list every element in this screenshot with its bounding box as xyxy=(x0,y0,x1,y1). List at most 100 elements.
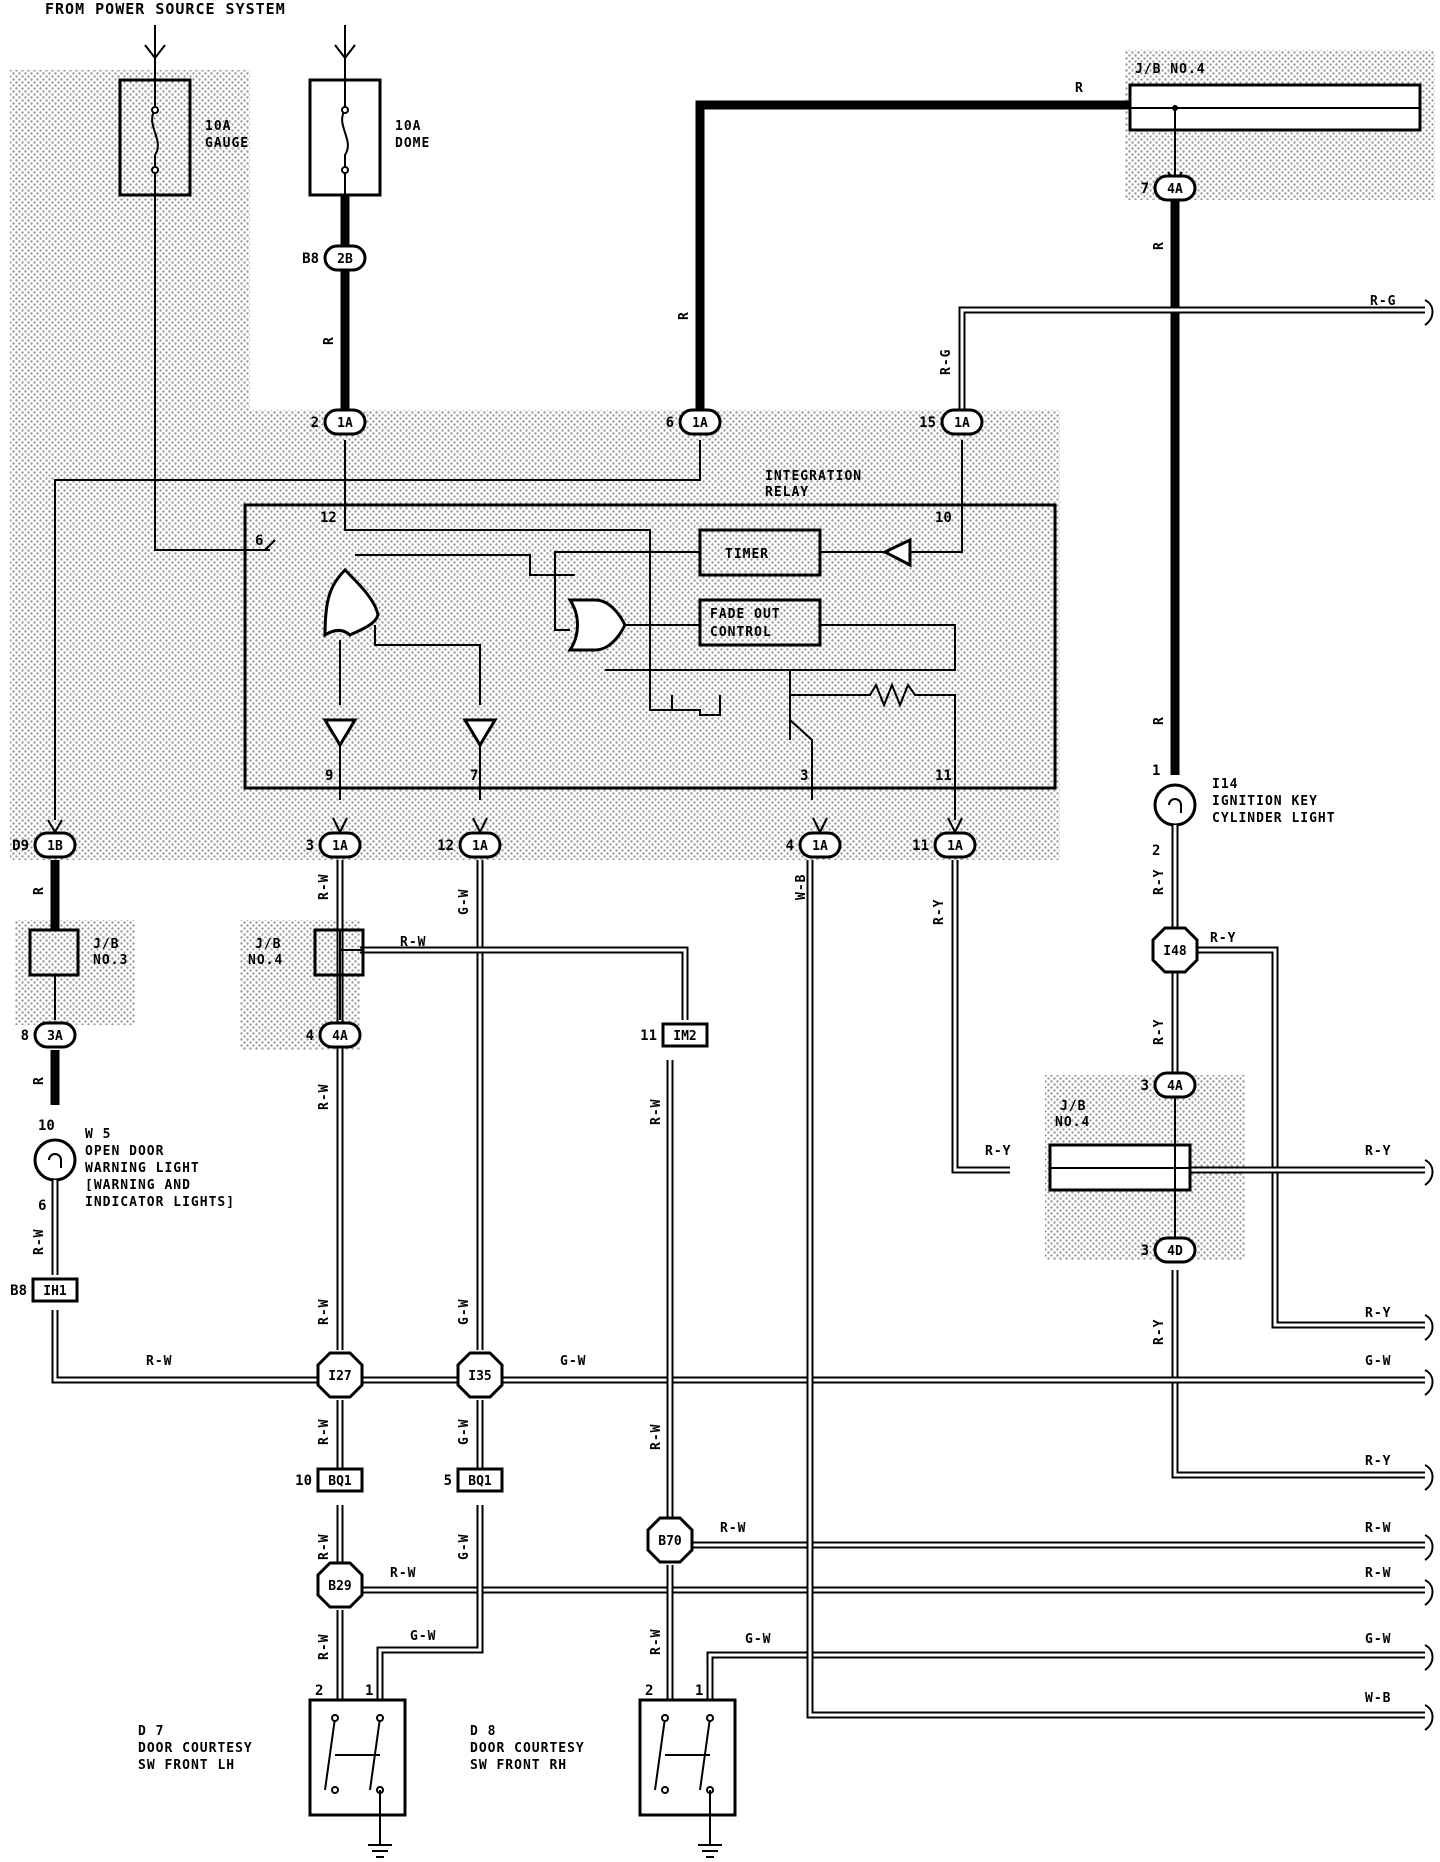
i14-code: I14 xyxy=(1212,777,1238,792)
junction-id: I35 xyxy=(468,1369,491,1384)
fuse-gauge-rating: 10A xyxy=(205,119,231,134)
connector-pin: 6 xyxy=(666,415,674,431)
connector-pin: 3 xyxy=(1141,1078,1149,1094)
relay-pin-3: 3 xyxy=(800,768,808,784)
connector-pin: 2 xyxy=(311,415,319,431)
wire-label-wb-1: W-B xyxy=(1365,1691,1391,1706)
i14-pin-top: 1 xyxy=(1152,763,1160,779)
connector-id: 4A xyxy=(1167,1079,1183,1094)
vlabel-rw-1: R-W xyxy=(32,1229,47,1255)
vlabel-rw-10: R-W xyxy=(649,1629,664,1655)
wire-label-ry-2: R-Y xyxy=(985,1144,1011,1159)
connector-id: IM2 xyxy=(673,1029,696,1044)
wire-label-ry-5: R-Y xyxy=(1365,1454,1391,1469)
fuse-dome xyxy=(308,78,382,197)
shaded-regions xyxy=(10,50,1435,1260)
lamp-i14 xyxy=(1153,783,1197,827)
vlabel-r-2: R xyxy=(677,311,692,320)
wire-label-gw-5: G-W xyxy=(1365,1632,1391,1647)
or-gate-lower xyxy=(567,598,627,652)
vlabel-rw-7: R-W xyxy=(317,1419,332,1445)
i14-line-2: CYLINDER LIGHT xyxy=(1212,811,1336,826)
connector-pin: 15 xyxy=(919,415,936,431)
vlabel-r-5: R xyxy=(32,886,47,895)
wire-label-gw-1: G-W xyxy=(560,1354,586,1369)
jb4-left-label-2: NO.4 xyxy=(248,953,283,968)
fade-label-1: FADE OUT xyxy=(710,607,781,622)
junction-id: I27 xyxy=(328,1369,351,1384)
wires-lower xyxy=(51,860,1425,1719)
junction-I27: I27 xyxy=(316,1351,364,1399)
connector-id: 2B xyxy=(337,252,353,267)
d7-line-2: SW FRONT LH xyxy=(138,1758,235,1773)
connector-id: 3A xyxy=(47,1029,63,1044)
connector-c11_im2: IM2 11 xyxy=(640,1022,709,1048)
connector-c3_1a: 1A3 xyxy=(306,831,362,859)
connector-c6_1a: 1A6 xyxy=(666,408,722,436)
vlabel-rw-2: R-W xyxy=(317,874,332,900)
or-gate-upper xyxy=(323,567,380,638)
lamp-w5 xyxy=(33,1138,77,1182)
input-buffer-7 xyxy=(462,718,498,748)
jb4-right-label-1: J/B xyxy=(1060,1099,1086,1114)
vlabel-wb: W-B xyxy=(794,874,809,900)
connector-c7_4a: 4A7 xyxy=(1141,174,1197,202)
junction-id: B70 xyxy=(658,1534,682,1549)
vlabel-rw-6: R-W xyxy=(649,1424,664,1450)
connector-d9_1b: 1B D9 xyxy=(12,831,77,859)
vlabel-rw-8: R-W xyxy=(317,1534,332,1560)
junction-id: I48 xyxy=(1163,944,1187,959)
fuse-gauge-name: GAUGE xyxy=(205,136,249,151)
fuse-dome-name: DOME xyxy=(395,136,430,151)
relay-pin-6: 6 xyxy=(255,533,263,549)
connector-id: IH1 xyxy=(43,1284,67,1299)
vlabel-ry-1: R-Y xyxy=(932,899,947,925)
w5-line-1: OPEN DOOR xyxy=(85,1144,164,1159)
wire-label-gw-3: G-W xyxy=(410,1629,436,1644)
vlabel-gw-4: G-W xyxy=(457,1534,472,1560)
vlabel-ry-2: R-Y xyxy=(1152,869,1167,895)
wire-label-rw-6: R-W xyxy=(1365,1566,1391,1581)
connector-pin: 3 xyxy=(1141,1243,1149,1259)
switch-d7 xyxy=(308,1698,407,1858)
connector-id: 1A xyxy=(954,416,970,431)
d8-pin-right: 1 xyxy=(695,1683,703,1699)
i14-line-1: IGNITION KEY xyxy=(1212,794,1318,809)
connector-pin: 3 xyxy=(306,838,314,854)
junction-I48: I48 xyxy=(1151,926,1199,974)
connector-pin: 11 xyxy=(640,1028,657,1044)
vlabel-r-1: R xyxy=(322,336,337,345)
connector-id: 1A xyxy=(812,839,828,854)
fade-label-2: CONTROL xyxy=(710,625,772,640)
d8-line-1: DOOR COURTESY xyxy=(470,1741,585,1756)
connector-id: 1A xyxy=(472,839,488,854)
connector-id: 1A xyxy=(337,416,353,431)
connector-c3_4d: 4D3 xyxy=(1141,1236,1197,1264)
timer-label: TIMER xyxy=(725,547,769,562)
integration-relay-box xyxy=(243,503,1057,790)
wire-label-r-top: R xyxy=(1075,81,1084,96)
relay-title-2: RELAY xyxy=(765,485,809,500)
connector-pin: 5 xyxy=(444,1473,452,1489)
vlabel-rg: R-G xyxy=(939,349,954,375)
connector-id: 1B xyxy=(47,839,63,854)
wire-label-ry-1: R-Y xyxy=(1210,931,1236,946)
relay-pin-7: 7 xyxy=(470,768,478,784)
w5-code: W 5 xyxy=(85,1127,111,1142)
vlabel-rw-4: R-W xyxy=(649,1099,664,1125)
d7-pin-right: 1 xyxy=(365,1683,373,1699)
jb4-right-through xyxy=(1050,1095,1190,1250)
vlabel-rw-9: R-W xyxy=(317,1634,332,1660)
d7-line-1: DOOR COURTESY xyxy=(138,1741,253,1756)
connector-id: BQ1 xyxy=(328,1474,352,1489)
vlabel-r-6: R xyxy=(32,1076,47,1085)
connector-c2_1a: 1A 2 xyxy=(311,408,367,436)
connector-pin: 7 xyxy=(1141,181,1149,197)
wire-label-rw-4: R-W xyxy=(1365,1521,1391,1536)
connector-pin: D9 xyxy=(12,838,29,854)
